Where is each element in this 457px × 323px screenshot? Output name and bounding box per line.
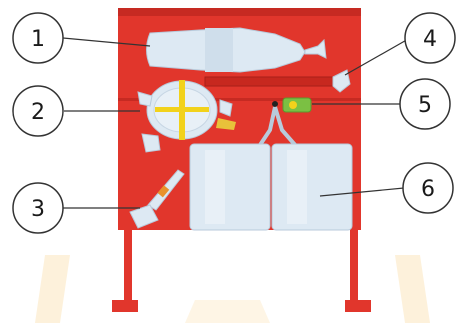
callout-4: 4 bbox=[405, 13, 455, 63]
callout-3-label: 3 bbox=[31, 197, 45, 222]
right-leg bbox=[350, 225, 358, 305]
callout-5-label: 5 bbox=[418, 93, 432, 118]
callout-3: 3 bbox=[13, 183, 63, 233]
left-foot bbox=[112, 300, 138, 312]
callout-1: 1 bbox=[13, 13, 63, 63]
callout-5: 5 bbox=[400, 79, 450, 129]
callout-1-label: 1 bbox=[31, 27, 45, 52]
left-leg bbox=[124, 225, 132, 305]
background-watermark bbox=[35, 255, 430, 323]
callout-4-label: 4 bbox=[423, 27, 437, 52]
callout-2: 2 bbox=[13, 86, 63, 136]
right-foot bbox=[345, 300, 371, 312]
callout-6-label: 6 bbox=[421, 177, 435, 202]
board-top-rail bbox=[118, 8, 361, 16]
callout-2-label: 2 bbox=[31, 100, 45, 125]
callout-6: 6 bbox=[403, 163, 453, 213]
